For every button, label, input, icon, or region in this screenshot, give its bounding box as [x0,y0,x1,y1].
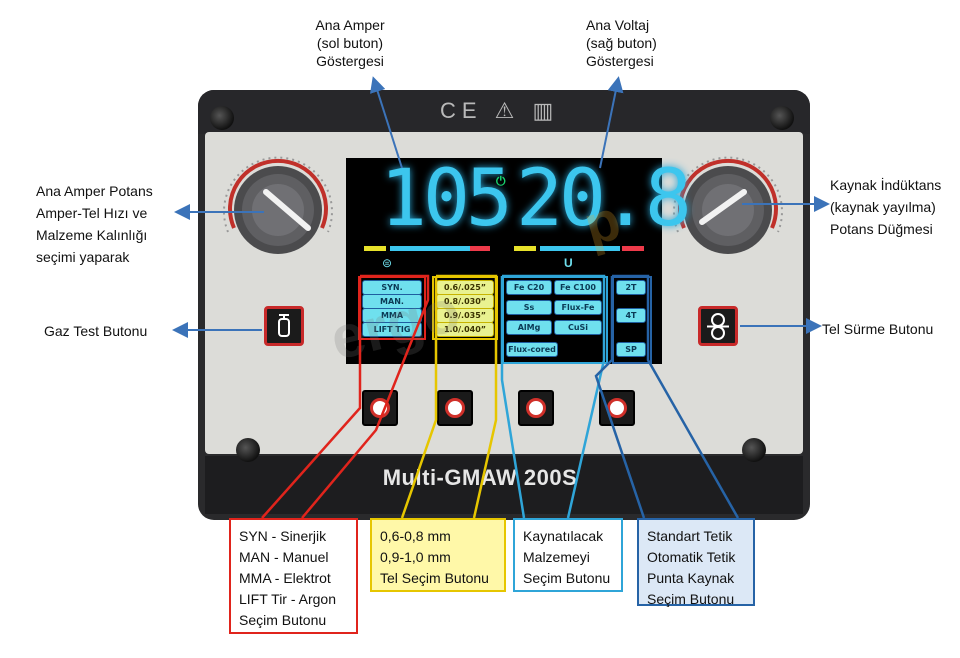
mode-callout: SYN - Sinerjik MAN - Manuel MMA - Elektr… [229,518,358,634]
screw-icon [236,438,260,462]
trigger-select-button[interactable] [599,390,635,426]
gaz-test-label: Gaz Test Butonu [44,323,148,339]
screw-icon [770,106,794,130]
material-cusi: CuSi [554,320,602,335]
callout-line: Seçim Butonu [523,570,611,586]
material-fe-c100: Fe C100 [554,280,602,295]
power-icon: ⏻ [496,174,506,188]
label-line: seçimi yaparak [36,249,130,265]
callout-line: Punta Kaynak [647,570,735,586]
trigger-sp: SP [616,342,646,357]
amper-low-marker [364,246,386,251]
screw-icon [742,438,766,462]
screw-icon [210,106,234,130]
red-leader [261,274,430,519]
wire-feed-button[interactable] [698,306,738,346]
label-line: (sağ buton) [586,35,657,51]
trigger-callout: Standart Tetik Otomatik Tetik Punta Kayn… [637,518,755,607]
amper-high-marker [470,246,490,251]
cycle-arrows-icon [445,398,465,418]
label-line: (sol buton) [316,35,384,51]
callout-line: Kaynatılacak [523,528,604,544]
material-flux-fe: Flux-Fe [554,300,602,315]
callout-line: Otomatik Tetik [647,549,736,565]
blue-leader [594,274,740,519]
gas-test-button[interactable] [264,306,304,346]
cycle-arrows-icon [370,398,390,418]
model-strip [205,456,803,514]
label-line: Göstergesi [316,53,384,69]
mode-select-button[interactable] [362,390,398,426]
panel-top-bar [198,90,810,134]
voltage-low-marker [514,246,536,251]
label-line: Ana Amper [315,17,385,33]
ana-amper-label: Ana Amper (sol buton) Göstergesi [300,16,400,70]
amper-bar [390,246,470,251]
label-line: (kaynak yayılma) [830,199,936,215]
wire-select-button[interactable] [437,390,473,426]
wire-icon: ⊜ [382,256,393,270]
voltage-bar [540,246,620,251]
gas-bottle-icon [278,314,290,337]
ana-voltaj-label: Ana Voltaj (sağ buton) Göstergesi [586,16,686,70]
induktans-label: Kaynak İndüktans (kaynak yayılma) Potans… [830,174,941,240]
wire-10: 1.0/.040” [436,322,494,337]
wire-feed-rollers-icon [707,313,729,340]
amper-readout: 105 [380,154,513,244]
mode-label: U [564,256,573,270]
material-fe-c20: Fe C20 [506,280,552,295]
callout-line: MMA - Elektrot [239,570,331,586]
material-callout: Kaynatılacak Malzemeyi Seçim Butonu [513,518,623,592]
label-line: Potans Düğmesi [830,221,933,237]
label-line: Amper-Tel Hızı ve [36,205,148,221]
trigger-4t: 4T [616,308,646,323]
cyan-leader [500,274,606,519]
label-line: Malzeme Kalınlığı [36,227,148,243]
mode-lift-tig: LIFT TIG [362,322,422,337]
cycle-arrows-icon [526,398,546,418]
voltage-readout: 20.8 [516,154,692,244]
amper-potans-label: Ana Amper Potans Amper-Tel Hızı ve Malze… [36,180,153,268]
voltage-high-marker [622,246,644,251]
arrow-ana-voltaj [599,76,624,169]
trigger-2t: 2T [616,280,646,295]
callout-line: 0,6-0,8 mm [380,528,451,544]
callout-line: Seçim Butonu [239,612,327,628]
lcd-display: 105 ⏻ 20.8 ⊜ U SYN. MAN. MMA LIFT TIG 0.… [346,154,692,364]
tel-surme-label: Tel Sürme Butonu [822,321,934,337]
label-line: Kaynak İndüktans [830,177,942,193]
material-flux-cored: Flux-cored [506,342,558,357]
callout-line: Tel Seçim Butonu [380,570,489,586]
callout-line: LIFT Tir - Argon [239,591,336,607]
arrow-ana-amper [370,76,403,169]
callout-line: SYN - Sinerjik [239,528,327,544]
material-almg: AlMg [506,320,552,335]
label-line: Ana Voltaj [586,17,650,33]
amper-knob[interactable] [212,150,342,260]
cycle-arrows-icon [607,398,627,418]
callout-line: 0,9-1,0 mm [380,549,451,565]
material-select-button[interactable] [518,390,554,426]
certification-marks: CE ⚠ ▥ [440,98,560,123]
callout-line: Standart Tetik [647,528,733,544]
wire-callout: 0,6-0,8 mm 0,9-1,0 mm Tel Seçim Butonu [370,518,506,592]
label-line: Göstergesi [586,53,654,69]
callout-line: Seçim Butonu [647,591,735,607]
yellow-leader [400,274,498,519]
material-ss: Ss [506,300,552,315]
callout-line: Malzemeyi [523,549,590,565]
callout-line: MAN - Manuel [239,549,329,565]
label-line: Ana Amper Potans [36,183,153,199]
inductance-knob[interactable] [662,150,792,260]
